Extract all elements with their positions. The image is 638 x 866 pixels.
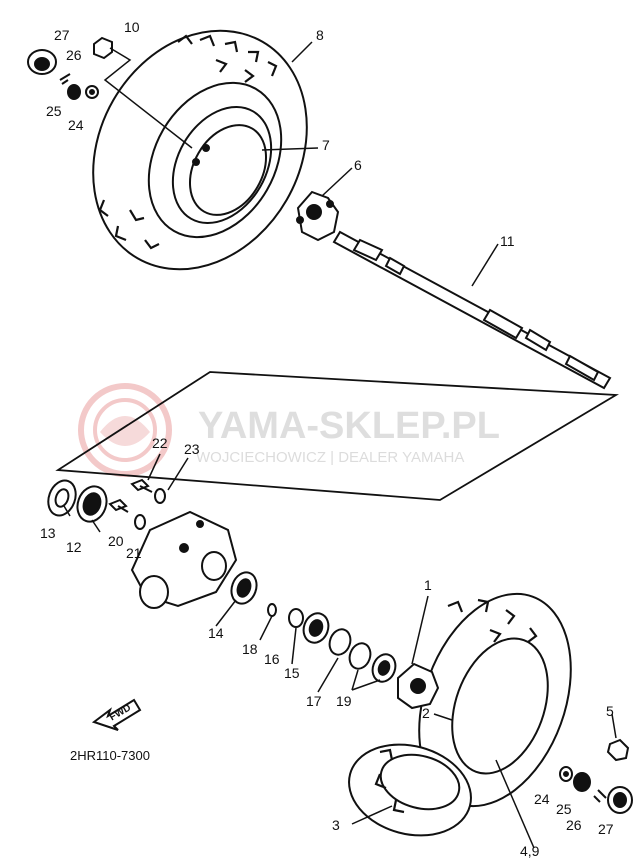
label-part-6: 6 (354, 157, 362, 173)
circlip-part-18 (267, 603, 277, 617)
top-leader-lines (103, 41, 499, 287)
label-part-12: 12 (66, 539, 82, 555)
watermark-subtitle: WOJCIECHOWICZ | DEALER YAMAHA (196, 449, 464, 466)
seal-part-19a (348, 642, 372, 670)
label-part-25-bot: 25 (556, 801, 572, 817)
label-part-24-top: 24 (68, 117, 84, 133)
spacer-part-16 (288, 608, 304, 628)
label-part-25-top: 25 (46, 103, 62, 119)
label-part-16: 16 (264, 651, 280, 667)
washer-part-23 (154, 488, 166, 504)
washer-part-21 (134, 514, 146, 530)
label-part-24-bot: 24 (534, 791, 550, 807)
diagram-code: 2HR110-7300 (70, 748, 150, 763)
label-part-21: 21 (126, 545, 142, 561)
cotter-pin-part-26-top (59, 73, 71, 85)
watermark-logo (78, 383, 172, 477)
label-part-10: 10 (124, 19, 140, 35)
label-part-13: 13 (40, 525, 56, 541)
label-part-19: 19 (336, 693, 352, 709)
bolts-and-washers (108, 478, 166, 530)
bottom-leader-lines (63, 453, 617, 849)
bottom-wheel-assembly (348, 592, 572, 837)
nut-part-5 (606, 738, 630, 762)
bearing-spacer-row (230, 571, 397, 683)
seal-bearing-left (47, 479, 108, 523)
label-part-27-bot: 27 (598, 821, 614, 837)
label-part-7: 7 (322, 137, 330, 153)
top-left-small-parts (27, 36, 113, 100)
bottom-tire-tread (374, 598, 538, 814)
label-part-27-top: 27 (54, 27, 70, 43)
label-part-18: 18 (242, 641, 258, 657)
assembly-envelope (55, 371, 619, 501)
collar-part-17 (328, 628, 352, 656)
label-part-3: 3 (332, 817, 340, 833)
label-part-26-top: 26 (66, 47, 82, 63)
label-part-8: 8 (316, 27, 324, 43)
label-part-1: 1 (424, 577, 432, 593)
cotter-pin-part-26-bot (593, 789, 607, 803)
label-part-23: 23 (184, 441, 200, 457)
label-part-17: 17 (306, 693, 322, 709)
bottom-right-small-parts (559, 738, 633, 814)
watermark: YAMA-SKLEP.PL WOJCIECHOWICZ | DEALER YAM… (78, 383, 500, 477)
forward-direction-arrow: FWD (91, 698, 142, 731)
rear-axle-part-11 (332, 230, 612, 390)
label-part-2: 2 (422, 705, 430, 721)
part-number-labels: 10 27 26 25 24 8 7 6 11 22 23 13 12 20 2… (40, 19, 614, 859)
label-part-14: 14 (208, 625, 224, 641)
final-gear-case (130, 510, 238, 609)
label-part-15: 15 (284, 665, 300, 681)
nut-part-10 (93, 36, 113, 60)
top-wheel-assembly (92, 29, 308, 271)
label-part-20: 20 (108, 533, 124, 549)
label-part-4-9: 4,9 (520, 843, 540, 859)
nut-part-25-bot (573, 772, 591, 792)
label-part-26-bot: 26 (566, 817, 582, 833)
hub-part-6 (296, 190, 340, 242)
hub-part-1 (397, 662, 440, 710)
label-part-11: 11 (500, 233, 515, 249)
top-tire-tread (98, 34, 278, 250)
label-part-22: 22 (152, 435, 168, 451)
nut-part-25-top (67, 84, 81, 100)
label-part-5: 5 (606, 703, 614, 719)
watermark-title: YAMA-SKLEP.PL (198, 405, 500, 447)
